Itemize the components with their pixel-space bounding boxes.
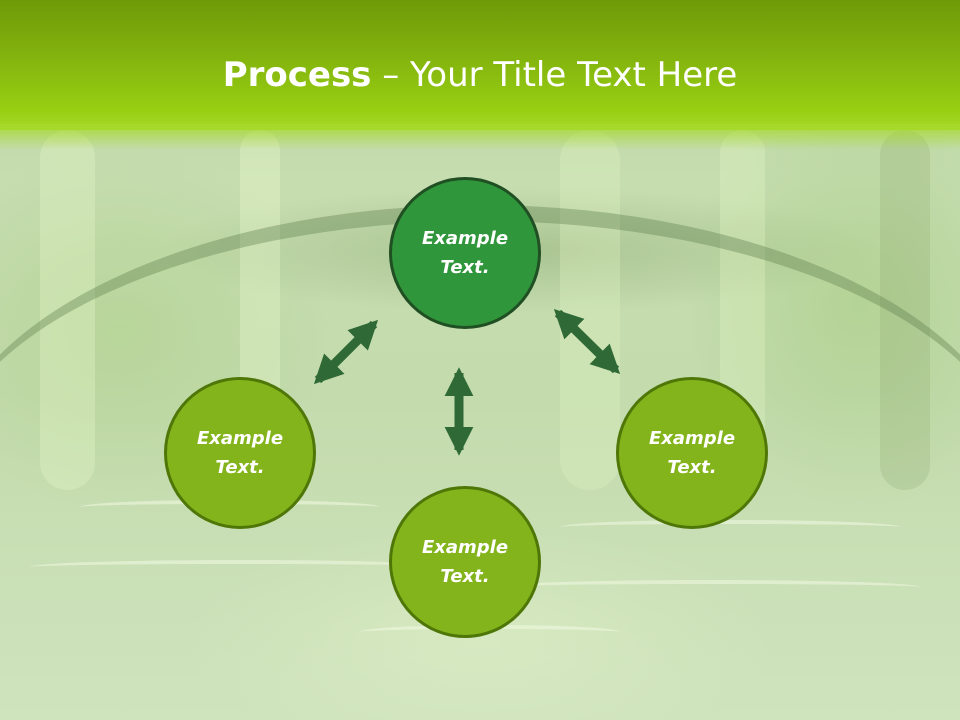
- node-bottom: Example Text.: [389, 486, 541, 638]
- double-arrow-top-left: [313, 319, 379, 385]
- node-bottom-label: Example Text.: [421, 537, 509, 587]
- title-bold: Process: [222, 55, 372, 95]
- slide-title: Process – Your Title Text Here: [0, 52, 960, 98]
- water-ripple: [500, 580, 920, 594]
- node-right: Example Text.: [616, 377, 768, 529]
- double-arrow-top-right: [553, 308, 621, 375]
- title-bar-fade: [0, 124, 960, 150]
- node-right-label: Example Text.: [648, 428, 736, 478]
- node-top-label: Example Text.: [421, 228, 509, 278]
- node-top: Example Text.: [389, 177, 541, 329]
- node-left: Example Text.: [164, 377, 316, 529]
- water-ripple: [560, 520, 900, 534]
- water-ripple: [30, 560, 450, 574]
- title-rest: – Your Title Text Here: [371, 55, 738, 95]
- node-left-label: Example Text.: [196, 428, 284, 478]
- title-bar: [0, 0, 960, 130]
